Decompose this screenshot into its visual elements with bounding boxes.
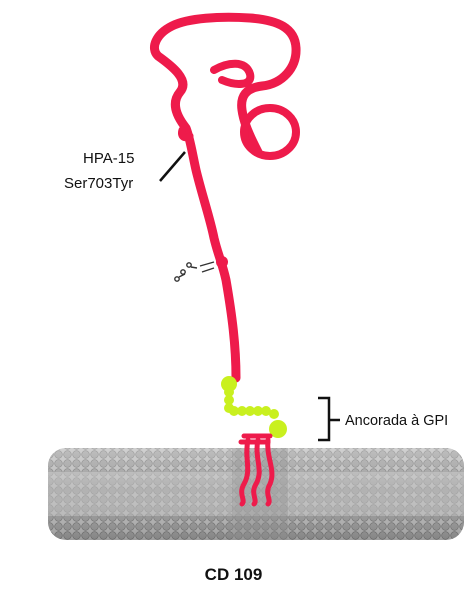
hpa15-label: HPA-15 — [83, 150, 134, 167]
protein-chain — [154, 17, 296, 378]
hpa15-leader-line — [160, 152, 185, 181]
gpi-anchor — [221, 376, 287, 438]
protein-title: CD 109 — [0, 565, 467, 585]
gpi-bracket — [318, 398, 340, 440]
glycan-icon — [175, 262, 214, 281]
gpi-anchor-label: Ancorada à GPI — [345, 413, 448, 429]
ser703tyr-label: Ser703Tyr — [64, 175, 133, 192]
